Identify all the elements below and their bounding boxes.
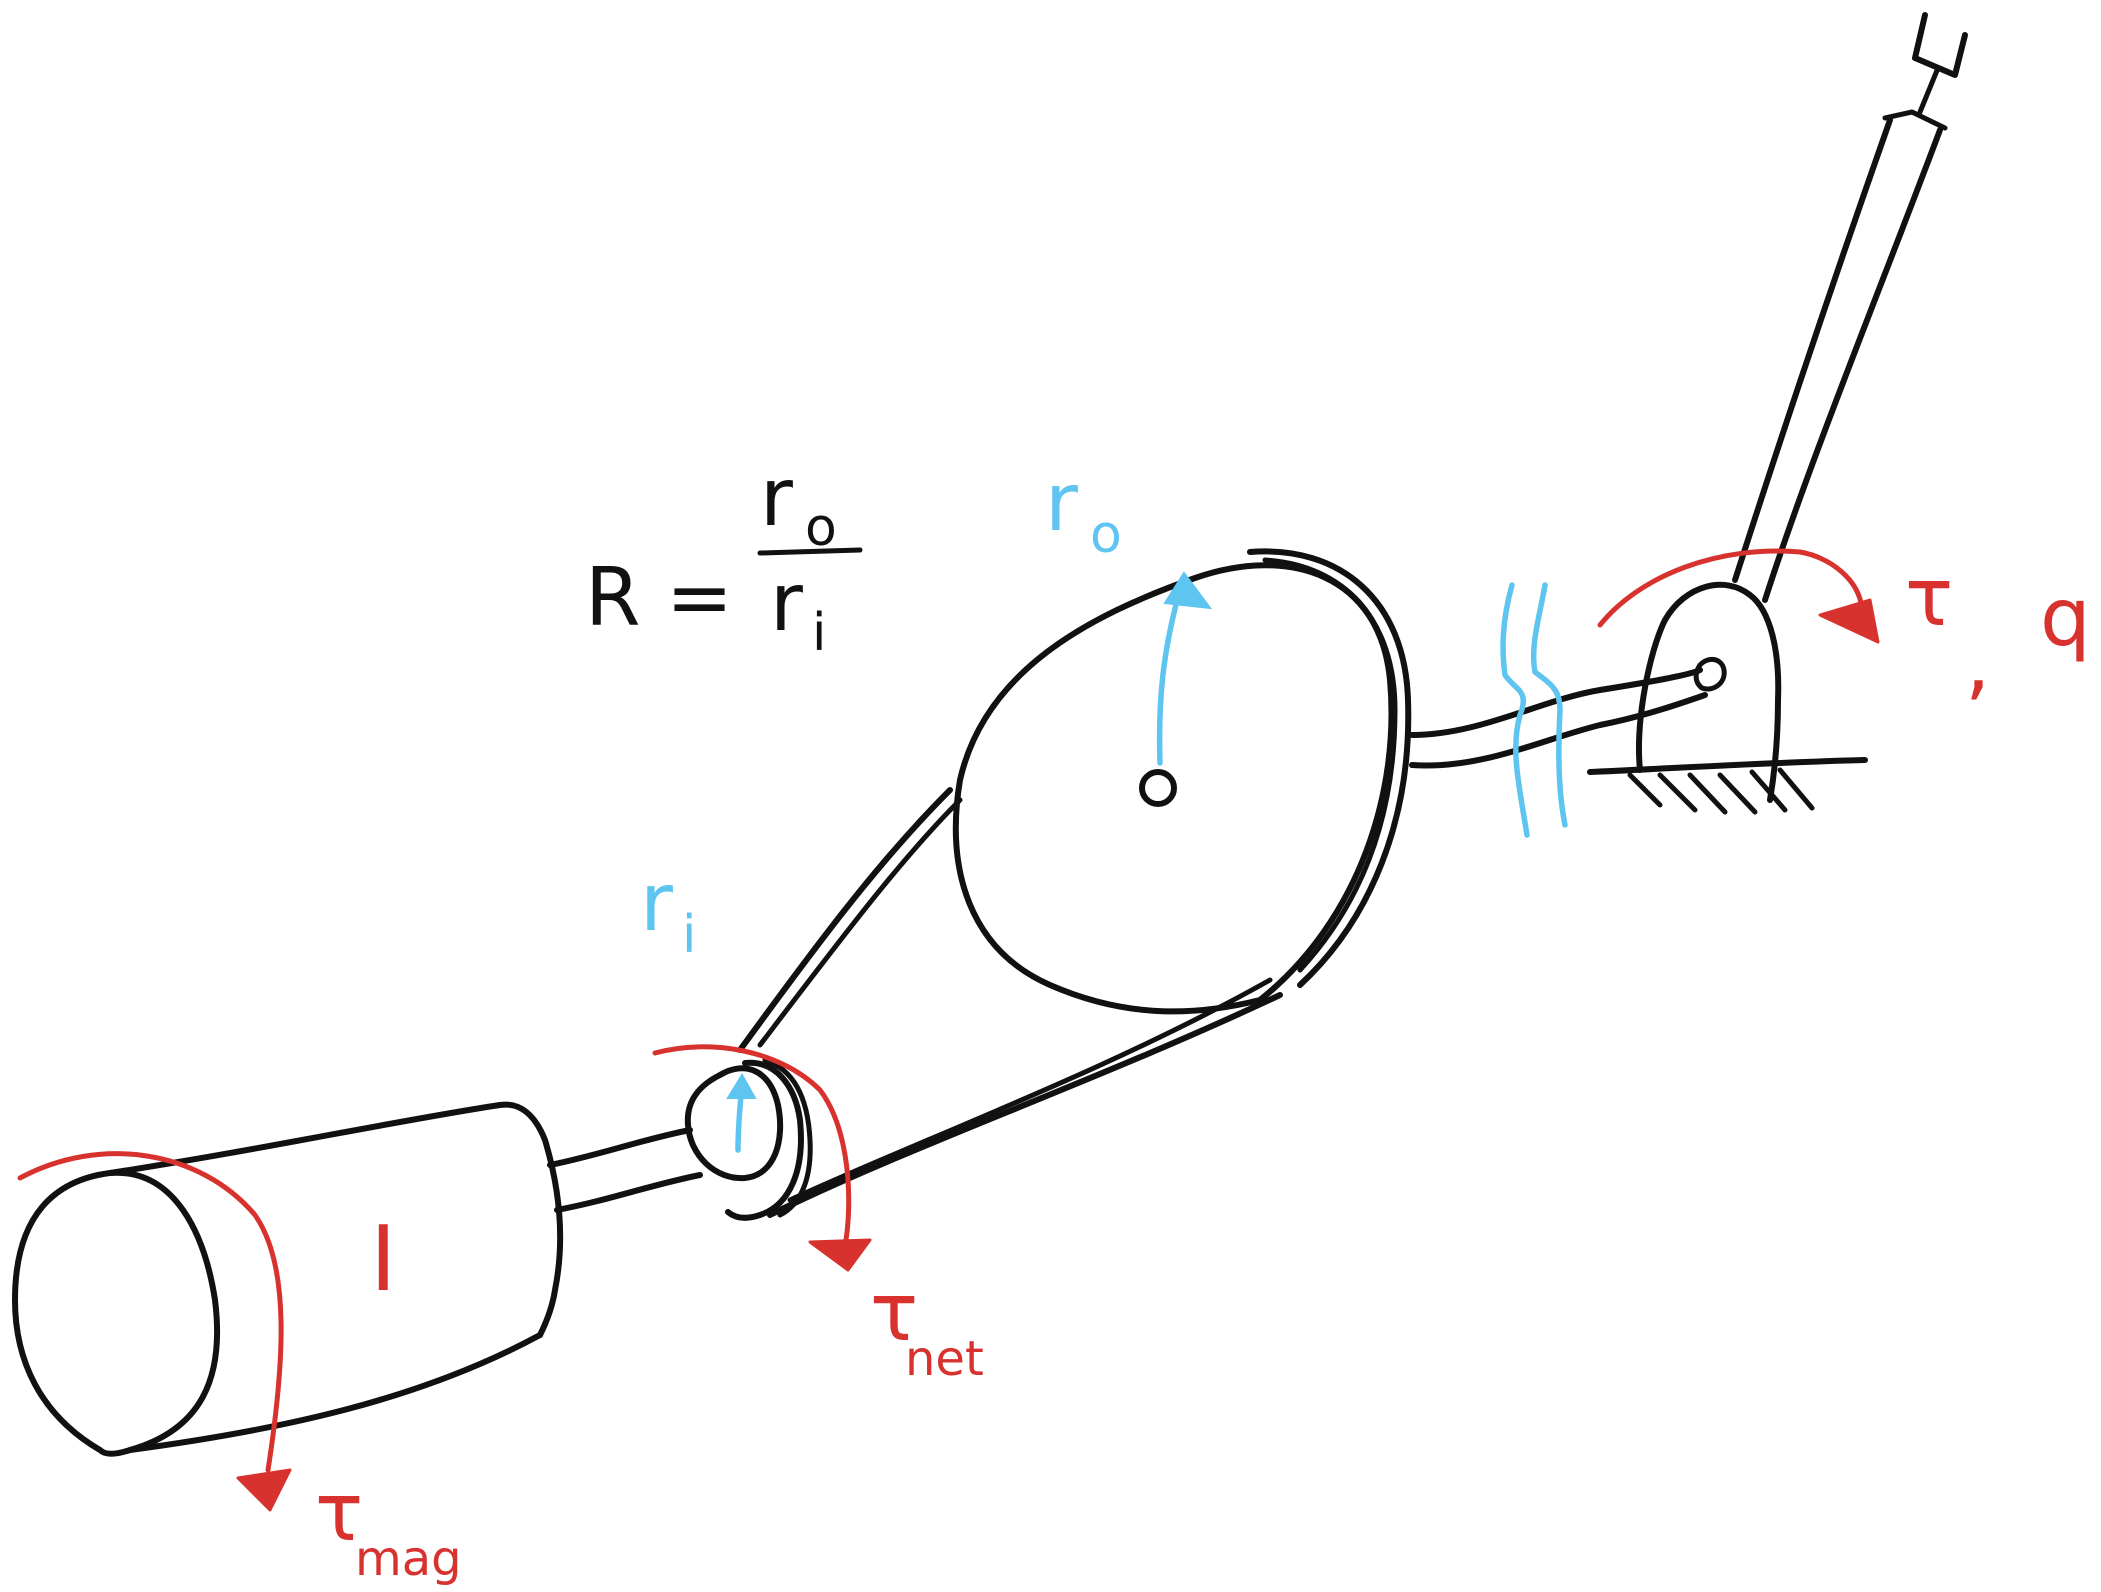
output-shaft-top (1409, 667, 1703, 738)
svg-text:i: i (682, 905, 696, 965)
ground-line (1587, 757, 1868, 775)
svg-text:r: r (1045, 456, 1078, 549)
torque-net-label: τ net (870, 1266, 984, 1387)
torque-net-arrow (652, 1044, 872, 1272)
ground-hatch (1627, 767, 1815, 815)
break-mark-right (1530, 582, 1568, 828)
motor-shaft (547, 1127, 693, 1168)
robot-link (1732, 12, 1968, 603)
link-tip-stem (1917, 65, 1941, 115)
output-pulley-rim-outer (1262, 557, 1398, 973)
gear-ratio-equation: R = r o r i (585, 451, 863, 663)
svg-text:τ: τ (870, 1266, 918, 1359)
motor-body-top (107, 1102, 503, 1176)
link-left-edge (1732, 117, 1893, 583)
ratio-fraction-bar (757, 547, 863, 556)
belt-upper-outer (737, 787, 953, 1053)
shaft-break-marks (1500, 582, 1568, 838)
gripper (1912, 12, 1968, 78)
motor-inertia-label: I (370, 1207, 397, 1312)
motor-end-cap (12, 1169, 221, 1457)
outer-radius-label: r o (1045, 456, 1122, 565)
belt-lower-outer (767, 992, 1283, 1218)
input-pulley (684, 1057, 813, 1221)
svg-text:τ: τ (315, 1466, 363, 1559)
svg-text:mag: mag (355, 1531, 462, 1587)
belt-upper-inner (757, 797, 963, 1048)
torque-mag-arrow (17, 1151, 292, 1512)
ratio-numerator-sub: o (805, 498, 837, 558)
svg-text:net: net (905, 1331, 984, 1387)
input-pulley-rim (725, 1059, 804, 1221)
output-shaft (1409, 667, 1708, 769)
output-pulley-axle (1139, 769, 1177, 807)
joint-pin (1693, 656, 1727, 692)
ratio-lhs: R = (585, 551, 733, 644)
svg-text:r: r (640, 856, 673, 949)
motor-body-bottom (127, 1332, 543, 1453)
link-right-edge (1762, 127, 1943, 603)
link-tip-cap (1882, 109, 1948, 131)
motor-far-face (497, 1101, 564, 1338)
input-pulley-front (684, 1065, 784, 1182)
motor (12, 1101, 703, 1457)
torque-mag-label: τ mag (315, 1466, 462, 1587)
joint (1587, 581, 1868, 815)
joint-angle-label: q (2040, 571, 2091, 664)
inner-radius-label: r i (640, 856, 696, 965)
svg-text:τ: τ (1905, 551, 1953, 644)
output-shaft-bottom (1409, 692, 1708, 769)
joint-housing (1636, 581, 1782, 803)
break-mark-left (1500, 582, 1530, 838)
output-torque-label: τ , q (1905, 551, 2091, 709)
output-torque-arrow (1597, 548, 1880, 644)
output-pulley-rim (1247, 548, 1412, 988)
outer-radius-arrow (1156, 571, 1213, 766)
output-pulley (952, 548, 1412, 1015)
svg-text:,: , (1965, 616, 1990, 709)
ratio-denominator-sub: i (812, 603, 826, 663)
motor-shaft-lower (554, 1172, 703, 1213)
svg-text:o: o (1090, 505, 1122, 565)
inner-radius-arrow (726, 1073, 757, 1153)
ratio-denominator: r (770, 556, 803, 649)
ratio-numerator: r (760, 451, 793, 544)
belt (737, 787, 1283, 1218)
